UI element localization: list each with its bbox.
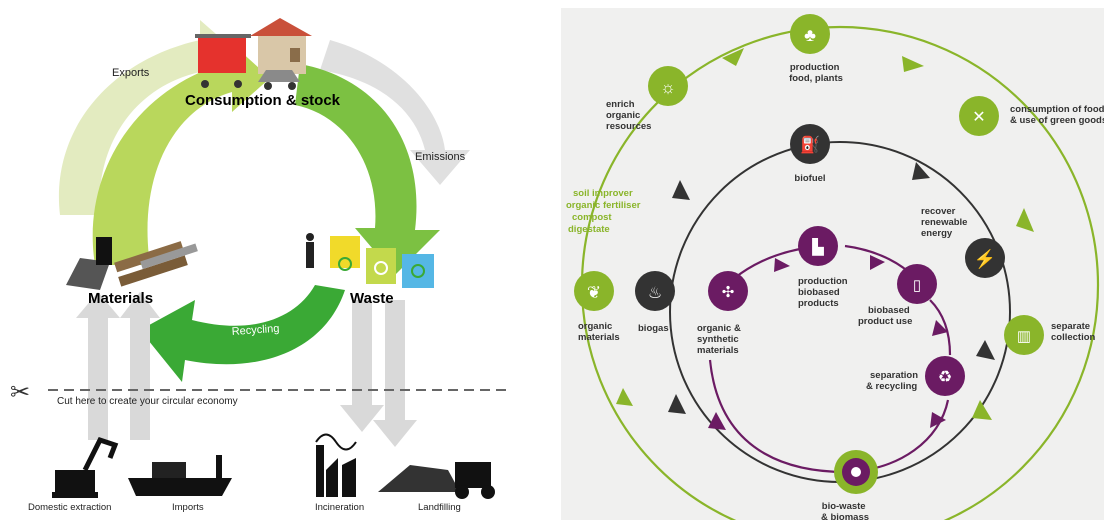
raw-materials-icon	[66, 237, 198, 290]
domestic-extraction-arrow	[76, 292, 120, 440]
car-icon	[258, 70, 300, 90]
leaf-icon: ❦	[587, 283, 601, 302]
export-arrow	[58, 20, 240, 215]
enrich-node: ☼	[648, 66, 688, 106]
consumption-to-waste-arrow	[295, 64, 440, 275]
green-arrowhead-2	[902, 56, 924, 72]
plant-icon: ♣	[804, 25, 816, 45]
right-panel-background	[561, 8, 1104, 520]
flame-icon: ♨	[648, 285, 662, 302]
production-label: production food, plants	[789, 62, 843, 84]
dark-arrowhead-1	[672, 180, 690, 200]
cut-line: ✂ Cut here to create your circular econo…	[10, 379, 510, 407]
separate-collection-label: separate collection	[1051, 321, 1096, 343]
house-icon	[250, 18, 312, 74]
green-arrowhead-4	[972, 400, 992, 420]
purple-arrowhead-3	[932, 320, 948, 336]
dark-arrowhead-4	[668, 394, 686, 414]
organic-materials-label: organic materials	[578, 321, 620, 343]
bin-icon: ▥	[1017, 328, 1031, 345]
biowaste-node	[834, 450, 878, 494]
waste-label: Waste	[350, 290, 394, 307]
biogas-node: ♨	[635, 271, 675, 311]
landfilling-label: Landfilling	[418, 502, 461, 513]
domestic-extraction-label: Domestic extraction	[28, 502, 111, 513]
recycling-arrow	[140, 285, 345, 382]
biowaste-label: bio-waste & biomass	[821, 501, 869, 520]
soil-improver-label: soil improver organic fertiliser compost…	[566, 188, 643, 235]
dark-arrowhead-3	[976, 340, 995, 360]
biogas-label: biogas	[638, 323, 669, 334]
enrich-label: enrich organic resources	[606, 99, 651, 132]
windmill-icon: ✣	[722, 284, 735, 301]
landfill-truck-icon	[378, 462, 495, 499]
separate-collection-node: ▥	[1004, 315, 1044, 355]
recycle-icon: ♻	[938, 369, 952, 386]
organic-synthetic-node: ✣	[708, 271, 748, 311]
sprout-icon: ☼	[660, 78, 676, 97]
green-arrowhead-1	[722, 48, 744, 66]
biobased-use-label: biobased product use	[858, 305, 912, 327]
incineration-arrow	[340, 300, 384, 432]
cutlery-icon: ✕	[972, 109, 985, 126]
biofuel-node: ⛽	[790, 124, 830, 164]
green-arrowhead-5	[616, 388, 633, 406]
recycling-label: Recycling	[231, 323, 279, 338]
incinerator-icon	[315, 433, 357, 497]
separation-recycling-node: ♻	[925, 356, 965, 396]
purple-arrowhead-4	[930, 412, 946, 428]
production-biobased-label: production biobased products	[798, 276, 850, 309]
organic-synthetic-label: organic & synthetic materials	[697, 323, 743, 356]
bio-cycle-diagram: ♣ ☼ ✕ ⛽ ⚡ ▙ ▯ ❦	[561, 8, 1104, 520]
phone-icon: ▯	[913, 277, 921, 294]
production-biobased-node: ▙	[798, 226, 838, 266]
recover-label: recover renewable energy	[921, 206, 970, 239]
production-node: ♣	[790, 14, 830, 54]
cut-label: Cut here to create your circular economy	[57, 396, 238, 407]
biobased-use-node: ▯	[897, 264, 937, 304]
recover-energy-node: ⚡	[965, 238, 1005, 278]
excavator-icon	[52, 436, 119, 498]
green-arrowhead-3	[1016, 208, 1034, 232]
materials-label: Materials	[88, 290, 153, 307]
fuel-pump-icon: ⛽	[800, 135, 820, 154]
purple-arrowhead-1	[774, 258, 790, 272]
imports-label: Imports	[172, 502, 204, 513]
emissions-label: Emissions	[415, 151, 466, 163]
landfilling-arrow	[373, 300, 417, 447]
dark-arrowhead-2	[912, 162, 930, 180]
biofuel-label: biofuel	[794, 173, 825, 184]
consumption-label: Consumption & stock	[185, 92, 341, 109]
waste-bins-icon	[306, 233, 434, 288]
factory-icon: ▙	[811, 237, 824, 256]
imports-arrow	[120, 292, 160, 440]
materials-to-consumption-arrow	[92, 40, 270, 265]
circular-economy-flow-diagram: Recycling Exports Emissions Consumption …	[10, 18, 510, 513]
cargo-ship-icon	[128, 455, 232, 496]
emissions-arrow	[320, 40, 470, 185]
organic-materials-node: ❦	[574, 271, 614, 311]
separation-label: separation & recycling	[866, 370, 921, 392]
consumption-node: ✕	[959, 96, 999, 136]
scissors-icon: ✂	[10, 379, 30, 406]
shopping-cart-icon	[195, 34, 251, 88]
purple-arrowhead-2	[870, 255, 885, 270]
exports-label: Exports	[112, 67, 150, 79]
consumption-of-food-label: consumption of food & use of green goods	[1010, 104, 1104, 126]
incineration-label: Incineration	[315, 502, 364, 513]
lightning-icon: ⚡	[974, 248, 996, 270]
purple-arrowhead-5	[708, 412, 726, 430]
